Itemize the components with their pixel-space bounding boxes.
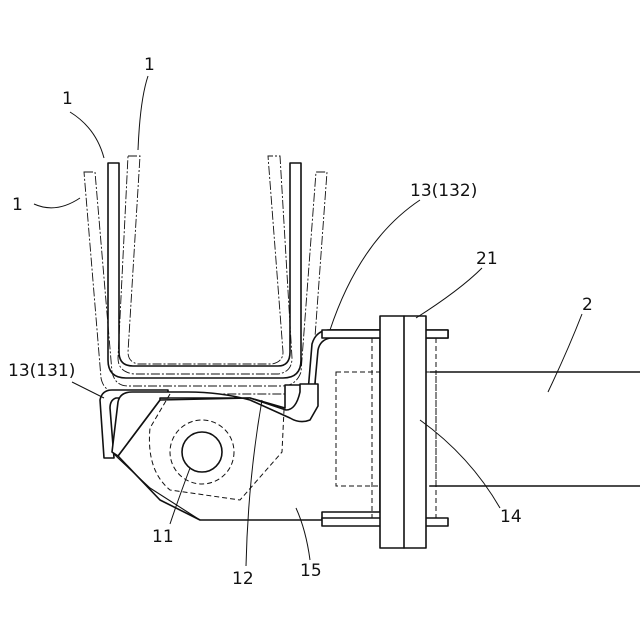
phantom-member-inner	[118, 156, 292, 374]
label-lever-13-132: 13(132)	[410, 181, 477, 201]
label-part-2: 2	[582, 295, 593, 315]
rail-2	[430, 372, 640, 486]
label-part-12: 12	[232, 569, 254, 589]
label-member-1-left: 1	[62, 89, 73, 109]
label-part-14: 14	[500, 507, 522, 527]
label-part-21: 21	[476, 249, 498, 269]
label-member-1-center: 1	[144, 55, 155, 75]
label-lever-13-131: 13(131)	[8, 361, 75, 381]
u-member-1	[108, 163, 301, 378]
label-part-15: 15	[300, 561, 322, 581]
label-member-1-outer: 1	[12, 195, 23, 215]
label-part-11: 11	[152, 527, 174, 547]
base-bracket-15	[118, 330, 380, 520]
